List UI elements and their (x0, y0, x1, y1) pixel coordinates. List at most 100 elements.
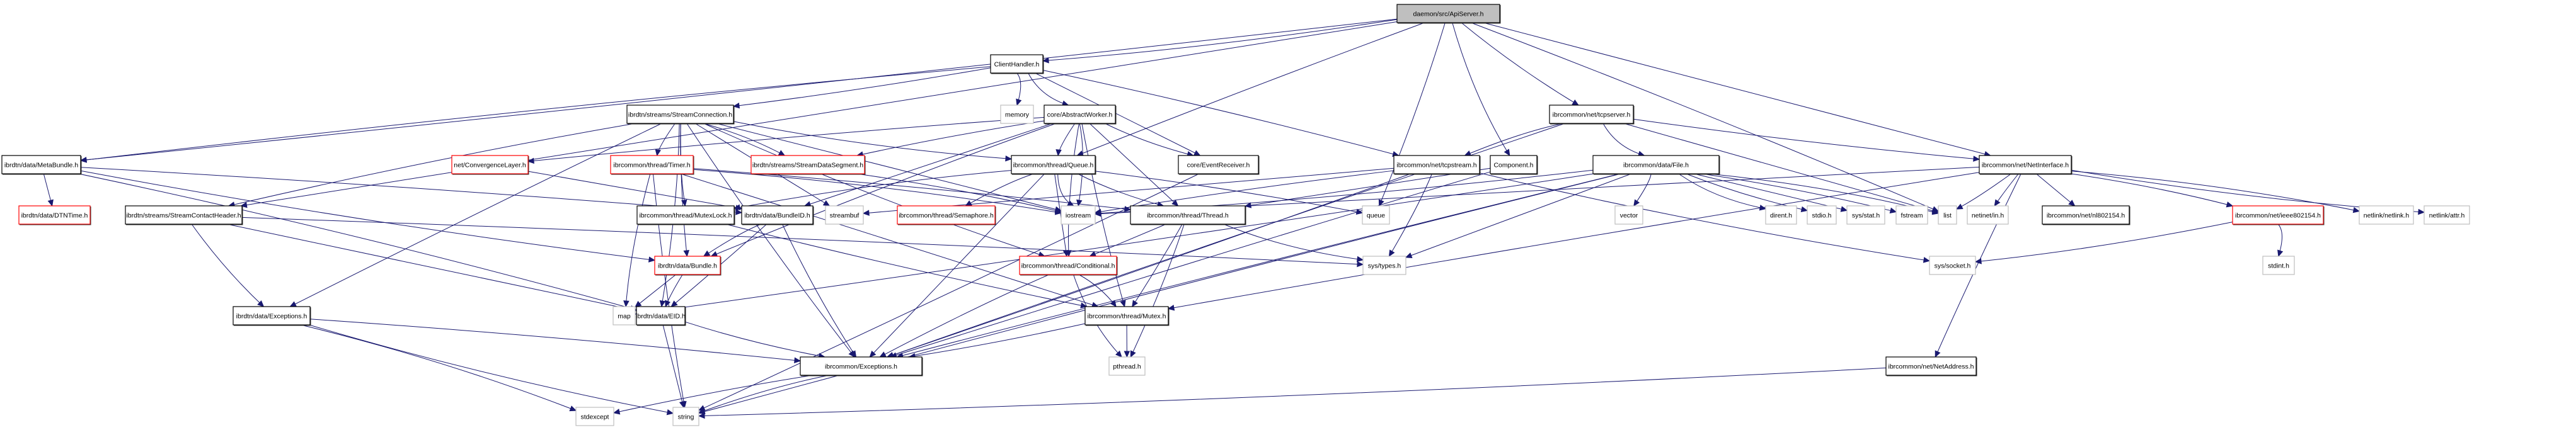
arrowhead-icon (240, 201, 248, 208)
node-shadow (1980, 156, 2073, 175)
arrowhead-icon (635, 300, 642, 308)
arrowhead-icon (794, 357, 802, 364)
edge-clienthandler-to-streamconnection (732, 67, 991, 109)
node-label: stdint.h (2268, 263, 2289, 270)
node-convergencelayer[interactable]: net/ConvergenceLayer.h (451, 155, 529, 175)
arrowhead-icon (698, 407, 706, 414)
arrowhead-icon (1633, 199, 1640, 207)
edge-dataexceptions-to-string (309, 324, 674, 416)
arrowhead-icon (1132, 300, 1138, 308)
arrowhead-icon (850, 350, 857, 358)
node-netinterface[interactable]: ibrcommon/net/NetInterface.h (1979, 155, 2073, 175)
edge-thread-to-conditional (1089, 223, 1166, 257)
edge-streamconnection-to-timer (655, 123, 676, 157)
node-apiserver[interactable]: daemon/src/ApiServer.h (1396, 4, 1501, 24)
node-queue_h[interactable]: ibrcommon/thread/Queue.h (1011, 155, 1096, 175)
node-conditional[interactable]: ibrcommon/thread/Conditional.h (1019, 256, 1118, 276)
nodes-layer: daemon/src/ApiServer.hClientHandler.hmem… (1, 4, 2470, 426)
node-shadow (3, 156, 82, 175)
node-mutex[interactable]: ibrcommon/thread/Mutex.h (1084, 306, 1170, 326)
node-label: netlink/netlink.h (2364, 212, 2410, 220)
node-shadow (2043, 207, 2130, 225)
node-thread[interactable]: ibrcommon/thread/Thread.h (1130, 205, 1246, 225)
node-bundle[interactable]: ibrdtn/data/Bundle.h (654, 256, 722, 276)
edge-tcpserver-to-tcpstream (1464, 123, 1564, 156)
edge-metabundle-to-bundle (80, 170, 656, 263)
node-streambuf: streambuf (825, 205, 864, 225)
node-stdint: stdint.h (2262, 256, 2295, 275)
arrowhead-icon (2277, 249, 2284, 257)
node-netaddress[interactable]: ibrcommon/net/NetAddress.h (1885, 356, 1977, 376)
arrowhead-icon (681, 199, 687, 207)
arrowhead-icon (733, 204, 741, 210)
node-shadow (1086, 307, 1170, 326)
arrowhead-icon (1055, 149, 1062, 157)
node-dataexceptions[interactable]: ibrdtn/data/Exceptions.h (233, 306, 311, 326)
edge-conditional-to-mutex (1078, 274, 1117, 307)
node-tcpstream[interactable]: ibrcommon/net/tcpstream.h (1393, 155, 1481, 175)
edge-apiserver-to-metabundle (79, 18, 1398, 163)
edge-streamconnection-to-bundle (680, 123, 689, 257)
arrowhead-icon (1840, 206, 1848, 212)
node-label: stdio.h (1812, 212, 1832, 220)
node-commonexceptions[interactable]: ibrcommon/Exceptions.h (800, 356, 923, 376)
node-eid[interactable]: ibrdtn/data/EID.h (636, 306, 686, 326)
node-label: ibrcommon/thread/Queue.h (1013, 162, 1094, 169)
node-label: streambuf (830, 212, 860, 220)
node-component[interactable]: Component.h (1490, 155, 1538, 175)
node-timer[interactable]: ibrcommon/thread/Timer.h (610, 155, 694, 175)
arrowhead-icon (1388, 249, 1395, 257)
edge-tcpstream-to-systypes (1388, 173, 1432, 257)
arrowhead-icon (1955, 203, 1964, 210)
node-label: sys/stat.h (1852, 212, 1880, 220)
edge-file-to-vector (1633, 173, 1652, 207)
node-clienthandler[interactable]: ClientHandler.h (990, 54, 1044, 74)
node-label: core/AbstractWorker.h (1047, 111, 1113, 119)
arrowhead-icon (670, 300, 678, 307)
node-label: sys/socket.h (1935, 263, 1971, 270)
edge-mutex-to-pthread (1124, 324, 1130, 358)
edge-apiserver-to-component (1452, 22, 1510, 157)
edge-clienthandler-to-abstractworker (1028, 72, 1069, 106)
arrowhead-icon (965, 200, 972, 207)
node-abstractworker[interactable]: core/AbstractWorker.h (1044, 105, 1117, 125)
edge-mutex-to-commonexceptions (908, 323, 1086, 359)
node-metabundle[interactable]: ibrdtn/data/MetaBundle.h (1, 155, 82, 175)
node-label: iostream (1066, 212, 1091, 220)
node-label: string (678, 414, 694, 421)
node-nl802154[interactable]: ibrcommon/net/nl802154.h (2042, 205, 2130, 225)
node-stdio: stdio.h (1807, 205, 1837, 225)
arrowhead-icon (679, 400, 686, 409)
node-file[interactable]: ibrcommon/data/File.h (1592, 155, 1720, 175)
arrowhead-icon (648, 256, 656, 263)
arrowhead-icon (1171, 200, 1179, 207)
node-queue: queue (1362, 205, 1390, 225)
edge-streamconnection-to-dataexceptions (289, 123, 662, 307)
node-label: netinet/in.h (1972, 212, 2004, 220)
node-streamdatasegment[interactable]: ibrdtn/streams/StreamDataSegment.h (750, 155, 866, 175)
edge-bundleid-to-commonexceptions (782, 223, 857, 358)
node-shadow (1887, 358, 1977, 376)
node-label: ibrdtn/data/MetaBundle.h (4, 162, 78, 169)
node-eventreceiver[interactable]: core/EventReceiver.h (1178, 155, 1260, 175)
node-shadow (898, 207, 996, 225)
node-dtntime[interactable]: ibrdtn/data/DTNTime.h (18, 205, 91, 225)
arrowhead-icon (1405, 252, 1413, 259)
node-systypes: sys/types.h (1362, 256, 1406, 275)
node-semaphore[interactable]: ibrcommon/thread/Semaphore.h (897, 205, 996, 225)
node-label: ibrcommon/Exceptions.h (825, 363, 897, 371)
arrowhead-icon (1800, 206, 1808, 213)
node-shadow (1398, 5, 1501, 24)
edge-metabundle-to-eid (78, 173, 638, 312)
node-bundleid[interactable]: ibrdtn/data/BundleID.h (741, 205, 814, 225)
node-streamconnection[interactable]: ibrdtn/streams/StreamConnection.h (626, 105, 735, 125)
node-mutexlock[interactable]: ibrcommon/thread/MutexLock.h (636, 205, 735, 225)
node-label: ibrdtn/data/Exceptions.h (236, 313, 308, 320)
node-ieee802154[interactable]: ibrcommon/net/ieee802154.h (2232, 205, 2325, 225)
arrowhead-icon (703, 250, 711, 257)
edge-apiserver-to-queue (1378, 22, 1446, 207)
node-tcpserver[interactable]: ibrcommon/net/tcpserver.h (1549, 105, 1635, 125)
edge-file-to-systypes (1405, 173, 1632, 259)
node-streamcontactheader[interactable]: ibrdtn/streams/StreamContactHeader.h (125, 205, 243, 225)
node-label: vector (1620, 212, 1638, 220)
